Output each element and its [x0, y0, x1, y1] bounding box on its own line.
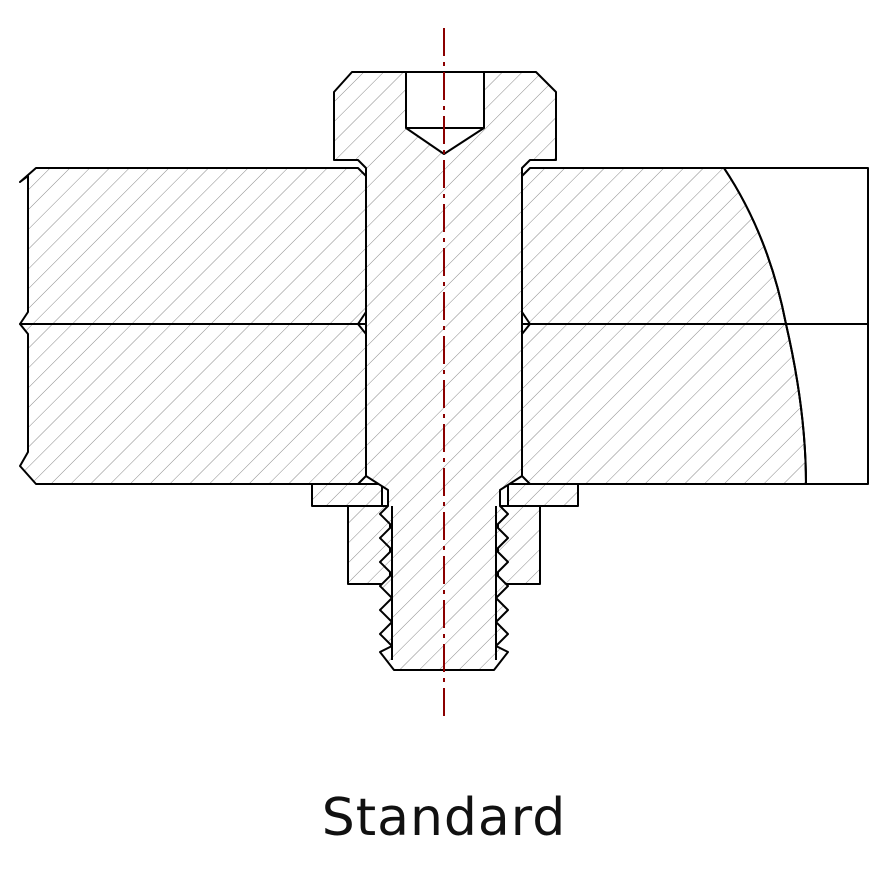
- nut-group: [347, 505, 541, 585]
- left-washer: [311, 483, 383, 507]
- left-lower-plate: [19, 323, 367, 485]
- washer-group: [311, 483, 579, 507]
- hex-socket: [405, 71, 485, 155]
- left-nut-section: [347, 505, 391, 585]
- right-plate-group: [521, 167, 869, 485]
- left-plate-group: [19, 167, 367, 485]
- left-upper-plate: [19, 167, 367, 325]
- right-nut-section: [497, 505, 541, 585]
- right-plate-breakout-line: [723, 167, 807, 485]
- drawing-caption: Standard: [321, 788, 567, 848]
- right-lower-plate: [521, 323, 807, 485]
- right-washer: [507, 483, 579, 507]
